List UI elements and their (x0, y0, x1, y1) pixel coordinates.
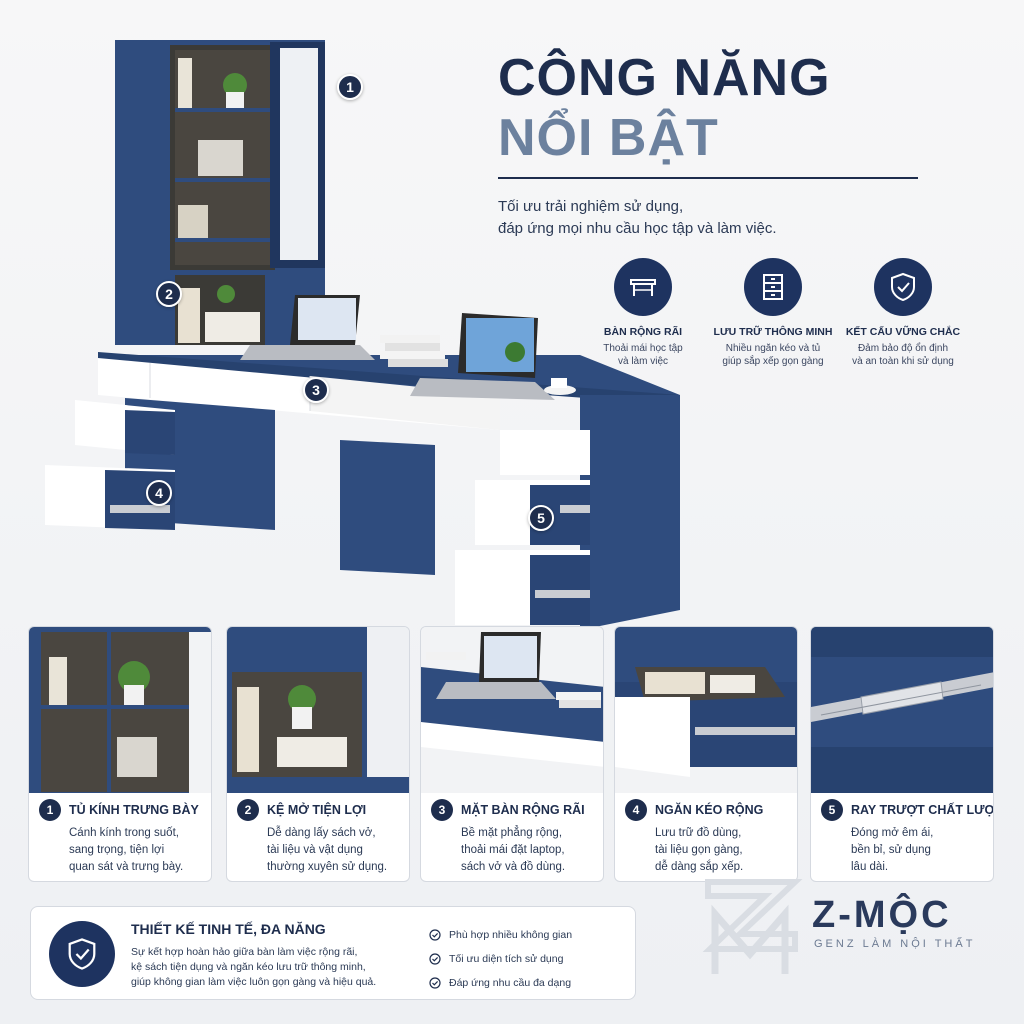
glass-cabinet-photo (29, 627, 211, 793)
check-circle-icon (429, 929, 441, 941)
marker-3[interactable]: 3 (303, 377, 329, 403)
card-desc: Dễ dàng lấy sách vở,tài liệu và vật dụng… (267, 827, 388, 873)
brand-tagline: GENZ LÀM NỘI THẤT (814, 938, 976, 950)
shield-check-icon (874, 258, 932, 316)
check-circle-icon (429, 977, 441, 989)
card-title: KỆ MỞ TIỆN LỢI (267, 803, 367, 817)
wide-drawer-photo (615, 627, 797, 793)
card-title: MẶT BÀN RỘNG RÃI (461, 803, 585, 817)
check-item: Đáp ứng nhu cầu đa dạng (429, 971, 629, 995)
brand-logo: Z-MỘC GENZ LÀM NỘI THẤT (700, 874, 1000, 984)
summary-desc: Sự kết hợp hoàn hảo giữa bàn làm việc rộ… (131, 946, 377, 988)
desk-hero-illustration (45, 40, 680, 630)
card-title: TỦ KÍNH TRƯNG BÀY (69, 803, 199, 817)
card-number: 4 (625, 799, 647, 821)
card-desc: Cánh kính trong suốt,sang trọng, tiện lợ… (69, 827, 184, 873)
subtitle: Tối ưu trải nghiệm sử dụng, đáp ứng mọi … (498, 196, 858, 240)
marker-1[interactable]: 1 (337, 74, 363, 100)
marker-5[interactable]: 5 (528, 505, 554, 531)
desk-icon (614, 258, 672, 316)
feature-title: KẾT CẤU VỮNG CHẮC (845, 326, 961, 338)
card-desc: Bề mặt phẳng rộng,thoải mái đặt laptop,s… (461, 827, 566, 873)
check-item: Phù hợp nhiều không gian (429, 923, 629, 947)
card-number: 3 (431, 799, 453, 821)
brand-name: Z-MỘC (812, 894, 952, 936)
card-header: 2 KỆ MỞ TIỆN LỢI (237, 799, 366, 821)
marker-2[interactable]: 2 (156, 281, 182, 307)
detail-cards: 1 TỦ KÍNH TRƯNG BÀY Cánh kính trong suốt,… (28, 626, 994, 882)
slide-rail-photo (811, 627, 993, 793)
feature-title: BÀN RỘNG RÃI (603, 326, 683, 338)
card-number: 1 (39, 799, 61, 821)
shield-check-icon (49, 921, 115, 987)
card-title: RAY TRƯỢT CHẤT LƯỢNG (851, 803, 993, 817)
card-title: NGĂN KÉO RỘNG (655, 803, 764, 817)
card-header: 3 MẶT BÀN RỘNG RÃI (431, 799, 585, 821)
title-divider (498, 177, 918, 179)
card-wide-desk[interactable]: 3 MẶT BÀN RỘNG RÃI Bề mặt phẳng rộng,thoả… (420, 626, 604, 882)
summary-panel: THIẾT KẾ TINH TẾ, ĐA NĂNG Sự kết hợp hoà… (30, 906, 636, 1000)
card-header: 1 TỦ KÍNH TRƯNG BÀY (39, 799, 199, 821)
card-wide-drawer[interactable]: 4 NGĂN KÉO RỘNG Lưu trữ đồ dùng,tài liệu … (614, 626, 798, 882)
title-line-1: CÔNG NĂNG (498, 49, 831, 107)
card-slide-rail[interactable]: 5 RAY TRƯỢT CHẤT LƯỢNG Đóng mở êm ái,bền … (810, 626, 994, 882)
feature-title: LƯU TRỮ THÔNG MINH (713, 326, 833, 338)
drawer-cabinet-icon (744, 258, 802, 316)
zm-monogram-icon (702, 879, 803, 974)
card-number: 5 (821, 799, 843, 821)
card-header: 5 RAY TRƯỢT CHẤT LƯỢNG (821, 799, 993, 821)
card-open-shelf[interactable]: 2 KỆ MỞ TIỆN LỢI Dễ dàng lấy sách vở,tài … (226, 626, 410, 882)
check-item: Tối ưu diện tích sử dụng (429, 947, 629, 971)
summary-title: THIẾT KẾ TINH TẾ, ĐA NĂNG (131, 921, 326, 937)
summary-checklist: Phù hợp nhiều không gian Tối ưu diện tíc… (429, 923, 629, 995)
card-glass-cabinet[interactable]: 1 TỦ KÍNH TRƯNG BÀY Cánh kính trong suốt,… (28, 626, 212, 882)
subtitle-line-1: Tối ưu trải nghiệm sử dụng, (498, 198, 684, 215)
subtitle-line-2: đáp ứng mọi nhu cầu học tập và làm việc. (498, 220, 777, 237)
check-circle-icon (429, 953, 441, 965)
card-desc: Lưu trữ đồ dùng,tài liệu gọn gàng,dễ dàn… (655, 827, 744, 873)
card-number: 2 (237, 799, 259, 821)
wide-desk-photo (421, 627, 603, 793)
card-header: 4 NGĂN KÉO RỘNG (625, 799, 763, 821)
title-line-2: NỔI BẬT (498, 109, 719, 167)
open-shelf-photo (227, 627, 409, 793)
marker-4[interactable]: 4 (146, 480, 172, 506)
